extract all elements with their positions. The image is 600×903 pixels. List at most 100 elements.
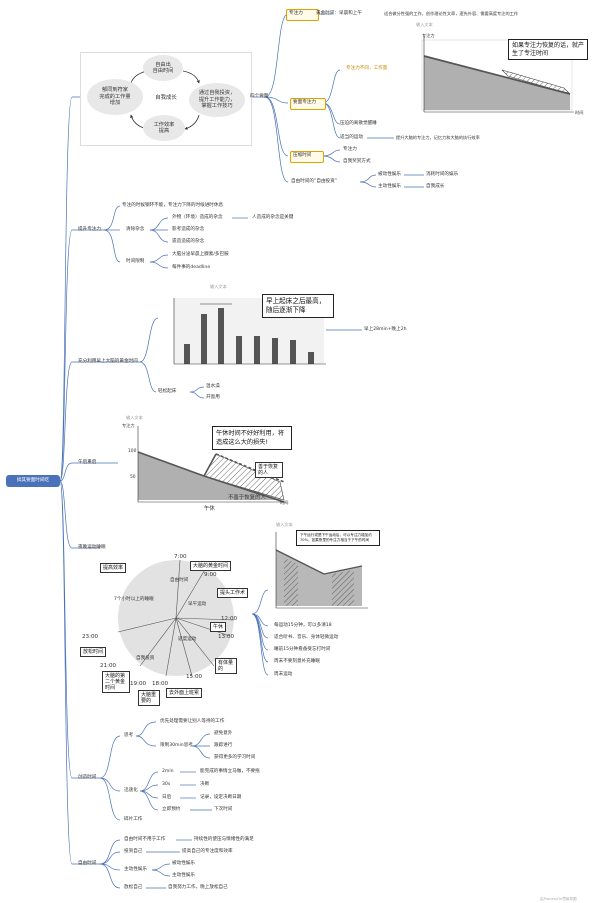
- afternoon-time-label: 时间: [280, 500, 289, 505]
- sec5-title[interactable]: 夜晚运动睡眠: [78, 545, 106, 550]
- thinking-sub-3[interactable]: 获得更多的学习时间: [214, 755, 256, 760]
- evening-item-3[interactable]: 睡前15分钟看备受忘打时间: [274, 647, 331, 652]
- high-pressure-node[interactable]: 压迫的离散觉醒睡: [340, 121, 377, 126]
- clock-time-9: 9:00: [204, 572, 217, 578]
- pressure-node[interactable]: 压缩时间: [293, 153, 312, 158]
- clock-label-relax: 放松时间: [80, 647, 107, 657]
- thinking-sub-1[interactable]: 避免意外: [214, 731, 233, 736]
- thinking-item-1[interactable]: 优先处理需要让别人等待的工作: [160, 719, 225, 724]
- quick-item-1[interactable]: 2min: [162, 769, 174, 774]
- passive-node[interactable]: 被动性娱乐: [378, 172, 401, 177]
- chart1-xlabel: 时间: [575, 110, 584, 115]
- clock-label-efficiency: 提高效率: [100, 563, 127, 573]
- quick-item-3[interactable]: 日后: [162, 795, 172, 800]
- golden-time-node[interactable]: 黄金时间：早晨和上午: [316, 11, 362, 16]
- clock-time-19: 19:00: [130, 681, 147, 687]
- time-limit-item-2[interactable]: 每件事的deadline: [172, 265, 211, 270]
- bad-recovery-label: 不善于恢复的人: [228, 495, 266, 501]
- clear-item-1[interactable]: 外物（环境）造成的杂念: [172, 215, 223, 220]
- cycle-top-node: 自由出 自由时间: [143, 55, 183, 81]
- easy-wake-item-1[interactable]: 温水澡: [206, 384, 220, 389]
- quick-item-4[interactable]: 立即预约: [162, 807, 181, 812]
- chart1-callout: 如果专注力恢复的话，就产生了专注时间: [508, 39, 588, 60]
- thinking-node[interactable]: 思考: [124, 733, 134, 738]
- manage-node-box: [290, 98, 326, 110]
- free-item-3a[interactable]: 被动性娱乐: [172, 861, 195, 866]
- clock-sleep-label: 7个小时以上的睡眠: [114, 597, 154, 602]
- clear-item-3[interactable]: 遗造造成的杂念: [172, 239, 205, 244]
- sec3-input: 输入文本: [210, 284, 227, 289]
- easy-wake-item-2[interactable]: 开窗用: [206, 395, 220, 400]
- clock-time-23: 23:00: [82, 634, 99, 640]
- clock-label-night: 大脑的第二个黄金时间: [102, 671, 130, 693]
- daily-clock: [96, 556, 246, 706]
- free-item-2-desc: 提高自己的专注度和效率: [182, 849, 233, 854]
- self-invest-node[interactable]: 自由时间的“自由投资”: [291, 179, 338, 184]
- cycle-diagram: 自由出 自由时间 通过自我投资， 提升工作能力， 掌握工作技巧 工作效率 提高 …: [80, 52, 252, 146]
- sec7-title[interactable]: 自由时间: [78, 861, 97, 866]
- free-item-4-desc: 自我努力工作，晚上放松自己: [168, 885, 228, 890]
- evening-item-1[interactable]: 每运动15分钟，可以多清18: [274, 623, 332, 628]
- thinking-sub-2[interactable]: 跟踪进行: [214, 743, 233, 748]
- clock-exercise-label: 适度运动: [178, 637, 197, 642]
- thinking-item-2[interactable]: 限制30min思考: [160, 743, 193, 748]
- chart1-ylabel: 专注力: [422, 33, 435, 38]
- quick-item-2-desc: 决断: [200, 782, 210, 787]
- clock-time-12: 12:00: [221, 616, 238, 622]
- clock-invest-label: 自我投资: [136, 656, 155, 661]
- clear-item-2[interactable]: 影考造成的杂念: [172, 227, 205, 232]
- quick-item-1-desc: 能完成的事情立马做，不要拖: [200, 769, 260, 774]
- clock-time-13: 13:00: [218, 634, 235, 640]
- clock-label-evening: 去外面上班累: [166, 688, 203, 698]
- clock-label-body: 有体量的: [215, 658, 237, 674]
- pressure-item-1[interactable]: 专注力: [343, 147, 357, 152]
- active-node[interactable]: 主动性娱乐: [378, 184, 401, 189]
- sec5-input: 输入文本: [276, 522, 293, 527]
- morning-sleep[interactable]: 早上28min+晚上2h: [364, 327, 407, 332]
- evening-item-2[interactable]: 适合听书、音乐、身体轻微运动: [274, 635, 339, 640]
- pressure-item-2[interactable]: 自我奖赏方式: [343, 159, 371, 164]
- sec4-title[interactable]: 午后重启: [78, 460, 97, 465]
- clear-mind-node[interactable]: 清除杂念: [126, 227, 145, 232]
- watermark: 由ProcessOn思维导图: [540, 897, 577, 901]
- chart1: [414, 30, 586, 118]
- clear-item-1-desc: 人造成的杂念是关键: [252, 215, 294, 220]
- sec2-intro[interactable]: 专注的时候钢环不能，专注力下降的时候进时休息: [122, 203, 224, 208]
- afternoon-callout: 午休时间不好好利用，将造成这么大的损失!: [212, 426, 292, 450]
- sport-node[interactable]: 适当的运动: [340, 135, 363, 140]
- sec2-title[interactable]: 提升专注力: [78, 227, 101, 232]
- morning-callout: 早上起床之后最高，随后逐渐下降: [262, 294, 334, 318]
- focus-work-node[interactable]: 专注力不同，工作量: [346, 66, 388, 71]
- clock-time-18: 18:00: [152, 681, 169, 687]
- clock-time-21: 21:00: [100, 663, 117, 669]
- sec3-title[interactable]: 充分利用早上大脑的黄金时间: [78, 359, 138, 364]
- free-item-3b[interactable]: 主动性娱乐: [172, 873, 195, 878]
- quick-item-2[interactable]: 30s: [162, 782, 171, 787]
- clock-label-lunch: 午休: [210, 622, 227, 632]
- evening-item-5[interactable]: 周末运动: [274, 672, 293, 677]
- free-item-1[interactable]: 自由时间不用于工作: [124, 837, 166, 842]
- sec6-title[interactable]: 创造时间: [78, 775, 97, 780]
- flow-work-node[interactable]: 碎片工作: [124, 817, 143, 822]
- afternoon-ytick-100: 100: [128, 449, 137, 454]
- passive-desc: 消耗时间的娱乐: [426, 172, 459, 177]
- free-item-4[interactable]: 放松自己: [124, 885, 143, 890]
- evening-item-4[interactable]: 周末不要刻意补充睡眠: [274, 659, 320, 664]
- time-limit-node[interactable]: 时间限制: [126, 259, 145, 264]
- clock-time-15: 15:00: [186, 674, 203, 680]
- active-desc: 自我成长: [426, 184, 445, 189]
- easy-wake-node[interactable]: 轻松起床: [158, 389, 177, 394]
- afternoon-ylabel: 专注力: [122, 423, 135, 428]
- time-limit-item-1[interactable]: 大脑分泌早晨上腺素/多巴胺: [172, 252, 229, 257]
- root-node[interactable]: 搞其要面时间吃: [6, 475, 60, 487]
- chart1-input: 输入文本: [416, 22, 433, 27]
- free-item-3[interactable]: 主动性娱乐: [124, 867, 147, 872]
- free-item-2[interactable]: 投资自己: [124, 849, 143, 854]
- quick-node[interactable]: 迅速化: [124, 788, 138, 793]
- sec1-title[interactable]: 四个要面: [250, 94, 269, 99]
- cycle-right-node: 通过自我投资， 提升工作能力， 掌握工作技巧: [189, 83, 245, 117]
- focus-node[interactable]: 专注力: [289, 11, 303, 16]
- manage-focus-node[interactable]: 要面专注力: [293, 100, 316, 105]
- clock-label-work: 提头工作术: [217, 588, 249, 598]
